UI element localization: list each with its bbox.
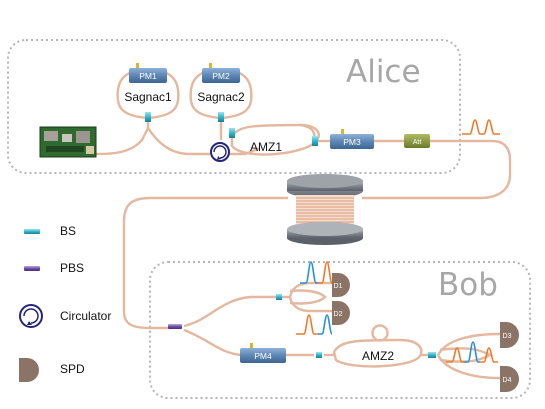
sagnac1-bs — [145, 112, 151, 122]
amz2-delay-loop — [371, 324, 389, 342]
fiber-spool — [287, 174, 363, 245]
amz2-out-bs — [428, 352, 436, 358]
pm3-modulator: PM3 — [330, 129, 374, 149]
d1-pulses — [300, 261, 333, 284]
alice-region-box — [7, 39, 461, 174]
alice-title: Alice — [346, 54, 421, 90]
amz2-output-pulses — [446, 341, 498, 363]
d1-label: D1 — [334, 283, 343, 290]
pm3-label: PM3 — [343, 137, 361, 147]
sagnac1-module: PM1 Sagnac1 — [124, 63, 172, 122]
legend-pbs-label: PBS — [60, 261, 85, 275]
sagnac2-bs — [218, 112, 224, 122]
pm1-label: PM1 — [139, 71, 157, 81]
d2-pulses — [296, 314, 333, 335]
amz1-label: AMZ1 — [250, 140, 282, 154]
alice-output-pulses — [462, 119, 500, 135]
att-label: Att — [413, 139, 422, 146]
pm4-modulator: PM4 — [240, 343, 286, 363]
legend-bs-icon — [24, 229, 40, 234]
legend-circulator-label: Circulator — [60, 309, 112, 323]
bob-pbs — [168, 324, 182, 329]
detector-d1: D1 — [332, 273, 350, 297]
bob-region-box — [149, 261, 531, 399]
bob-upper-bs — [276, 294, 282, 300]
legend-circulator-icon — [19, 304, 43, 328]
attenuator: Att — [404, 134, 430, 148]
amz1-bs — [229, 128, 235, 138]
legend-bs-label: BS — [60, 224, 77, 238]
legend-spd-icon — [19, 358, 39, 382]
detector-d2: D2 — [332, 301, 350, 325]
legend-pbs-icon — [24, 266, 40, 271]
amz2-label: AMZ2 — [362, 349, 394, 363]
bob-title: Bob — [438, 267, 498, 303]
amz1-out-bs — [312, 136, 318, 146]
d2-label: D2 — [334, 311, 343, 318]
pm4-out-bs — [316, 352, 322, 358]
detector-d4: D4 — [500, 366, 519, 392]
alice-circulator — [210, 142, 230, 162]
sagnac2-module: PM2 Sagnac2 — [197, 63, 245, 122]
pm4-label: PM4 — [254, 351, 272, 361]
legend-spd-label: SPD — [60, 362, 85, 376]
detector-d3: D3 — [500, 322, 519, 348]
d4-label: D4 — [503, 377, 512, 384]
pm2-label: PM2 — [212, 71, 230, 81]
laser-source-board — [39, 126, 97, 158]
d3-label: D3 — [503, 333, 512, 340]
sagnac2-label: Sagnac2 — [197, 90, 245, 104]
sagnac1-label: Sagnac1 — [124, 90, 172, 104]
